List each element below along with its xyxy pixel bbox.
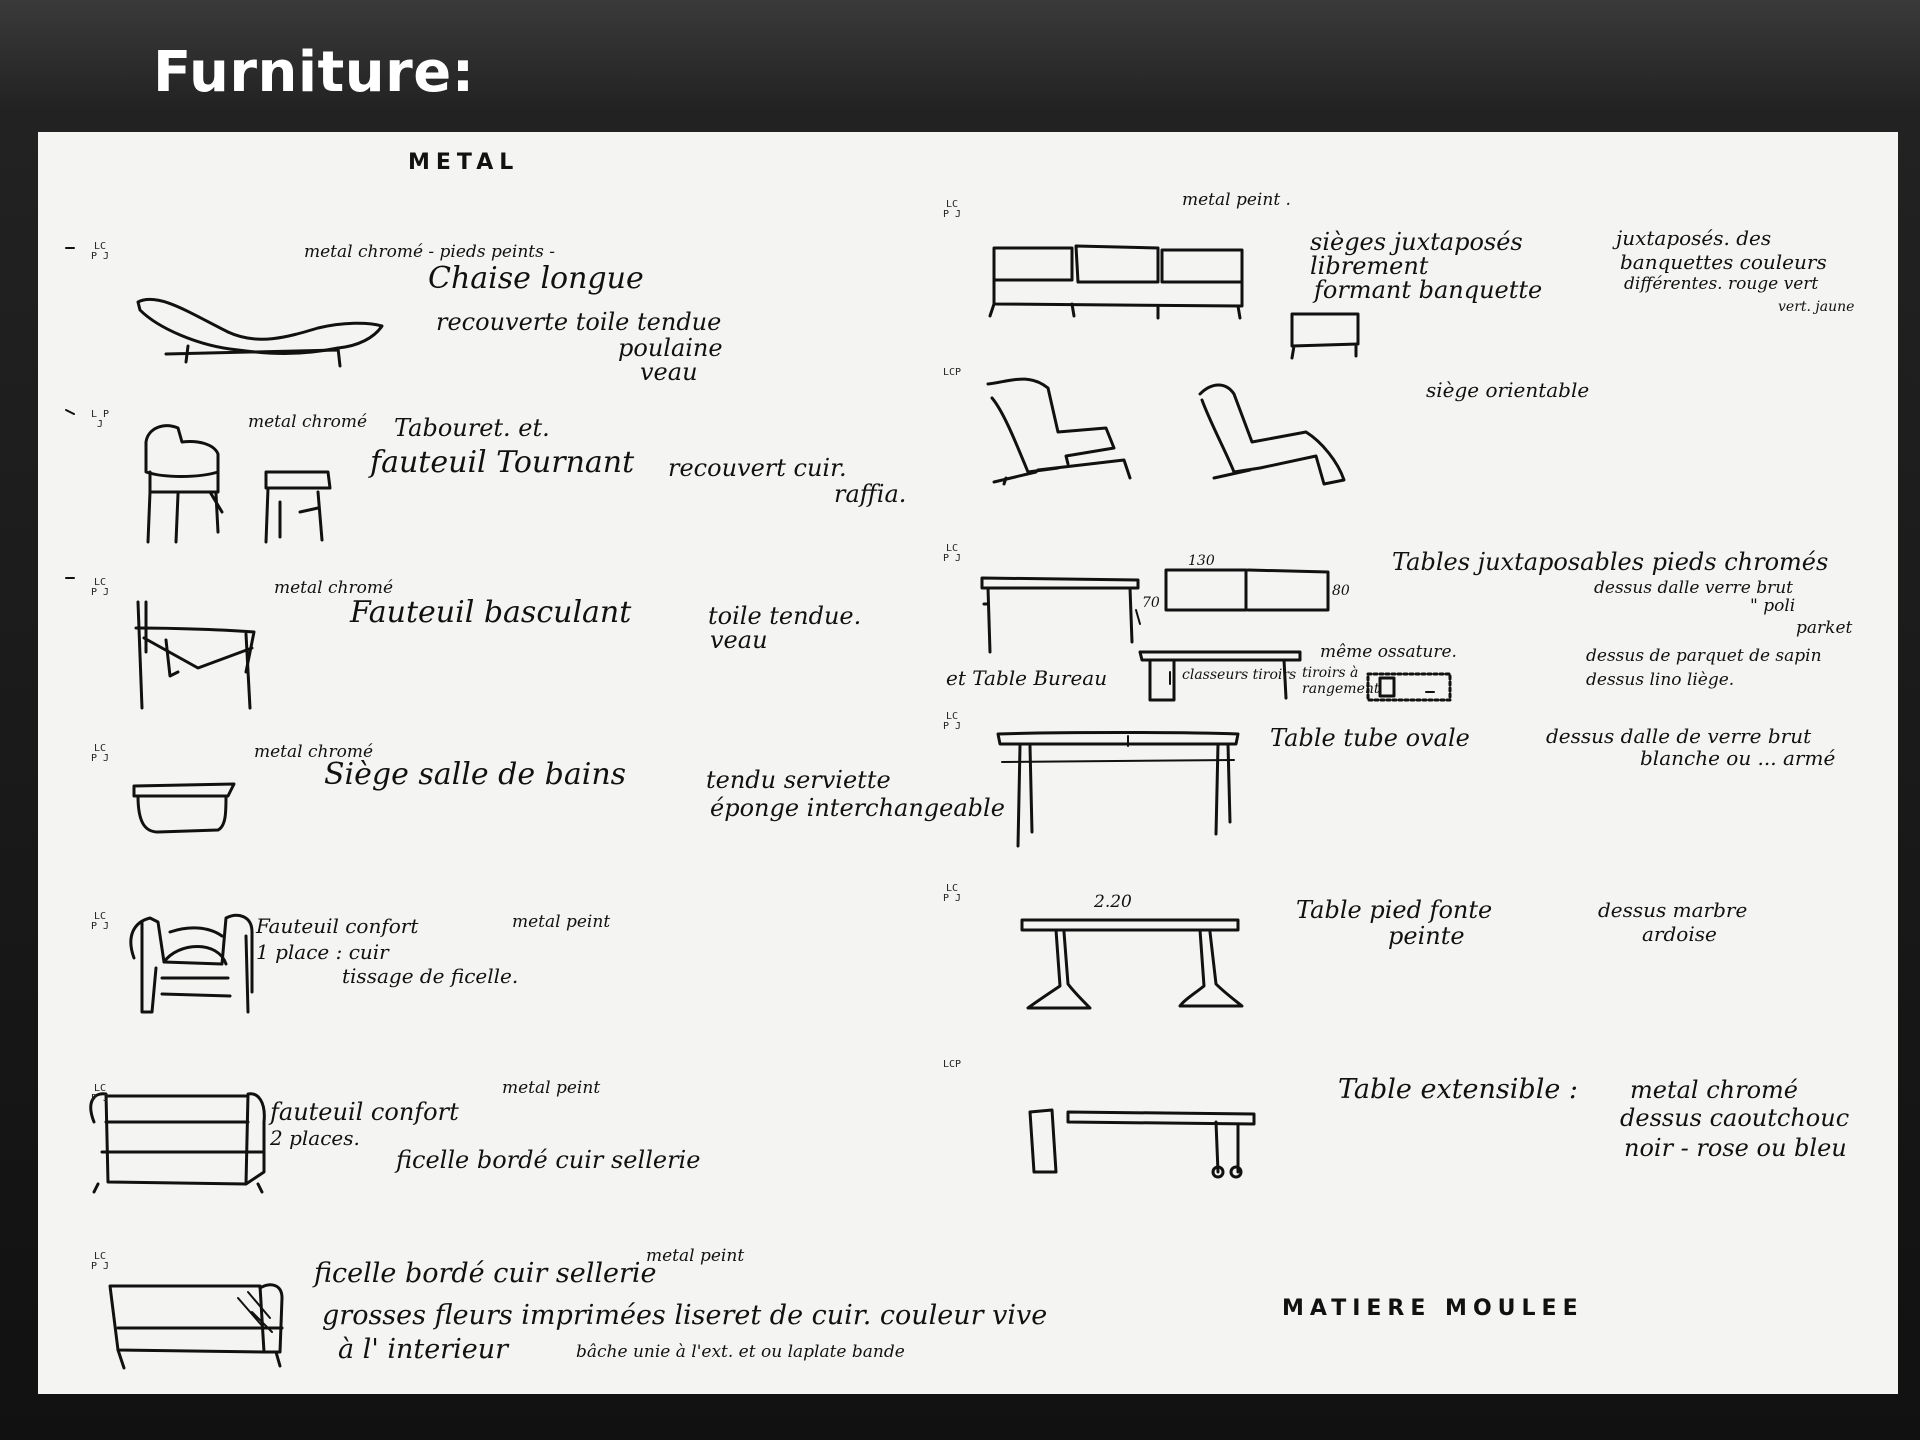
- bath-seat-title: Siège salle de bains: [324, 757, 627, 792]
- sketch-sheet: METAL LC P J metal chromé - pieds peints…: [38, 132, 1898, 1394]
- swivel-chair-title: Tabouret. et.: [394, 414, 550, 442]
- sofa-three-sketch: [108, 1283, 284, 1370]
- swivel-chair-material: metal chromé: [248, 412, 367, 432]
- bath-seat-note-1: tendu serviette: [706, 766, 891, 794]
- slide-title: Furniture:: [153, 40, 475, 105]
- basculant-note-2: veau: [710, 626, 768, 654]
- chaise-longue-title: Chaise longue: [428, 261, 644, 296]
- furniture-sketches: [65, 244, 1452, 1370]
- table-bureau-note-3: tiroirs à: [1302, 665, 1359, 681]
- armchair-one-note-2: tissage de ficelle.: [342, 964, 519, 988]
- cast-table-note-3: ardoise: [1642, 922, 1717, 946]
- sofa-two-note-1: 2 places.: [270, 1126, 360, 1150]
- designer-initials: LC P J: [90, 577, 110, 598]
- cast-table-title: Table pied fonte: [1296, 896, 1493, 924]
- sofa-two-title: fauteuil confort: [270, 1098, 459, 1126]
- designer-initials: LC P J: [942, 883, 962, 904]
- cast-table-sketch: [1020, 918, 1244, 1010]
- cast-table-note-2: dessus marbre: [1598, 898, 1748, 922]
- juxtaposed-seats-material: metal peint .: [1182, 190, 1291, 210]
- chaise-longue-sketch: [136, 297, 384, 368]
- designer-initials: LC P J: [942, 543, 962, 564]
- juxtaposed-seats-note-6: vert. jaune: [1778, 299, 1855, 315]
- table-dim-height: 70: [1142, 595, 1160, 611]
- chaise-longue-note-3: veau: [640, 358, 698, 386]
- basculant-title: Fauteuil basculant: [350, 595, 632, 630]
- oval-table-note-1: dessus dalle de verre brut: [1546, 724, 1812, 748]
- armchair-one-material: metal peint: [512, 912, 611, 932]
- table-bureau-note-1: même ossature.: [1320, 642, 1457, 662]
- bath-seat-sketch: [132, 782, 236, 834]
- basculant-material: metal chromé: [274, 578, 393, 598]
- cast-table-dim: 2.20: [1094, 892, 1132, 912]
- sofa-two-material: metal peint: [502, 1078, 601, 1098]
- designer-initials: LC P J: [90, 1251, 110, 1272]
- designer-initials: LCP: [942, 1059, 962, 1070]
- designer-initials: LC P J: [90, 911, 110, 932]
- sofa-two-sketch: [89, 1092, 266, 1194]
- designer-initials: L P J: [90, 409, 110, 430]
- juxtaposable-tables-title: Tables juxtaposables pieds chromés: [1392, 548, 1829, 576]
- juxtaposed-seats-note-1: librement: [1310, 252, 1429, 280]
- bath-seat-note-2: éponge interchangeable: [710, 794, 1005, 822]
- juxtaposable-tables-sketch: [980, 568, 1452, 702]
- juxtaposable-tables-note-3: parket: [1796, 618, 1853, 638]
- juxtaposable-tables-note-1: dessus dalle verre brut: [1594, 578, 1793, 598]
- table-dim-width: 130: [1188, 553, 1215, 569]
- swivel-chair-note-2: raffia.: [834, 480, 907, 508]
- juxtaposed-seats-title: sièges juxtaposés: [1310, 228, 1523, 256]
- designer-initials: LC P J: [942, 199, 962, 220]
- chaise-longue-note-2: poulaine: [618, 334, 723, 362]
- table-bureau-title: et Table Bureau: [946, 666, 1108, 690]
- basculant-sketch: [134, 600, 256, 710]
- extensible-table-note-1: metal chromé: [1630, 1076, 1798, 1104]
- table-bureau-note-2: classeurs tiroirs: [1182, 667, 1297, 683]
- armchair-one-note-1: 1 place : cuir: [256, 940, 389, 964]
- matiere-moulee-heading: MATIERE MOULEE: [1282, 1296, 1584, 1321]
- extensible-table-note-3: noir - rose ou bleu: [1624, 1134, 1847, 1162]
- extensible-table-sketch: [1028, 1108, 1256, 1179]
- designer-initials: LC P J: [90, 241, 110, 262]
- chaise-longue-material: metal chromé - pieds peints -: [304, 242, 555, 262]
- juxtaposed-seats-note-5: différentes. rouge vert: [1624, 274, 1819, 294]
- designer-initials: LCP: [942, 367, 962, 378]
- metal-heading: METAL: [408, 150, 520, 175]
- sofa-three-title: ficelle bordé cuir sellerie: [314, 1258, 657, 1289]
- sofa-three-note-3: bâche unie à l'ext. et ou laplate bande: [576, 1342, 905, 1362]
- juxtaposed-seats-sketch: [988, 244, 1360, 360]
- reclining-chair-title: siège orientable: [1426, 378, 1590, 402]
- armchair-one-sketch: [129, 913, 254, 1014]
- sofa-two-note-2: ficelle bordé cuir sellerie: [396, 1146, 701, 1174]
- sofa-three-note-1: grosses fleurs imprimées liseret de cuir…: [322, 1300, 1048, 1331]
- extensible-table-note-2: dessus caoutchouc: [1620, 1104, 1850, 1132]
- cast-table-note-1: peinte: [1388, 922, 1465, 950]
- extensible-table-title: Table extensible :: [1338, 1074, 1578, 1105]
- juxtaposable-tables-note-5: dessus lino liège.: [1586, 670, 1735, 690]
- table-bureau-note-4: rangement: [1302, 681, 1380, 697]
- chaise-longue-note-1: recouverte toile tendue: [436, 308, 722, 336]
- oval-table-sketch: [996, 731, 1240, 848]
- swivel-chair-note-1: recouvert cuir.: [668, 454, 847, 482]
- oval-table-title: Table tube ovale: [1270, 724, 1470, 752]
- reclining-chairs-sketch: [986, 377, 1346, 486]
- swivel-chair-sketch: [144, 424, 332, 544]
- juxtaposed-seats-note-3: juxtaposés. des: [1616, 226, 1772, 250]
- bath-seat-material: metal chromé: [254, 742, 373, 762]
- designer-initials: LC P J: [90, 743, 110, 764]
- sofa-three-note-2: à l' interieur: [338, 1334, 508, 1365]
- juxtaposable-tables-note-2: " poli: [1750, 596, 1796, 616]
- swivel-chair-title-2: fauteuil Tournant: [370, 445, 635, 480]
- basculant-note-1: toile tendue.: [708, 602, 862, 630]
- juxtaposed-seats-note-4: banquettes couleurs: [1620, 250, 1827, 274]
- designer-initials: LC P J: [90, 1083, 110, 1104]
- table-dim-depth: 80: [1332, 583, 1350, 599]
- armchair-one-title: Fauteuil confort: [256, 914, 419, 938]
- juxtaposed-seats-note-2: formant banquette: [1314, 276, 1543, 304]
- sofa-three-material: metal peint: [646, 1246, 745, 1266]
- juxtaposable-tables-note-4: dessus de parquet de sapin: [1586, 646, 1822, 666]
- oval-table-note-2: blanche ou ... armé: [1640, 746, 1836, 770]
- designer-initials: LC P J: [942, 711, 962, 732]
